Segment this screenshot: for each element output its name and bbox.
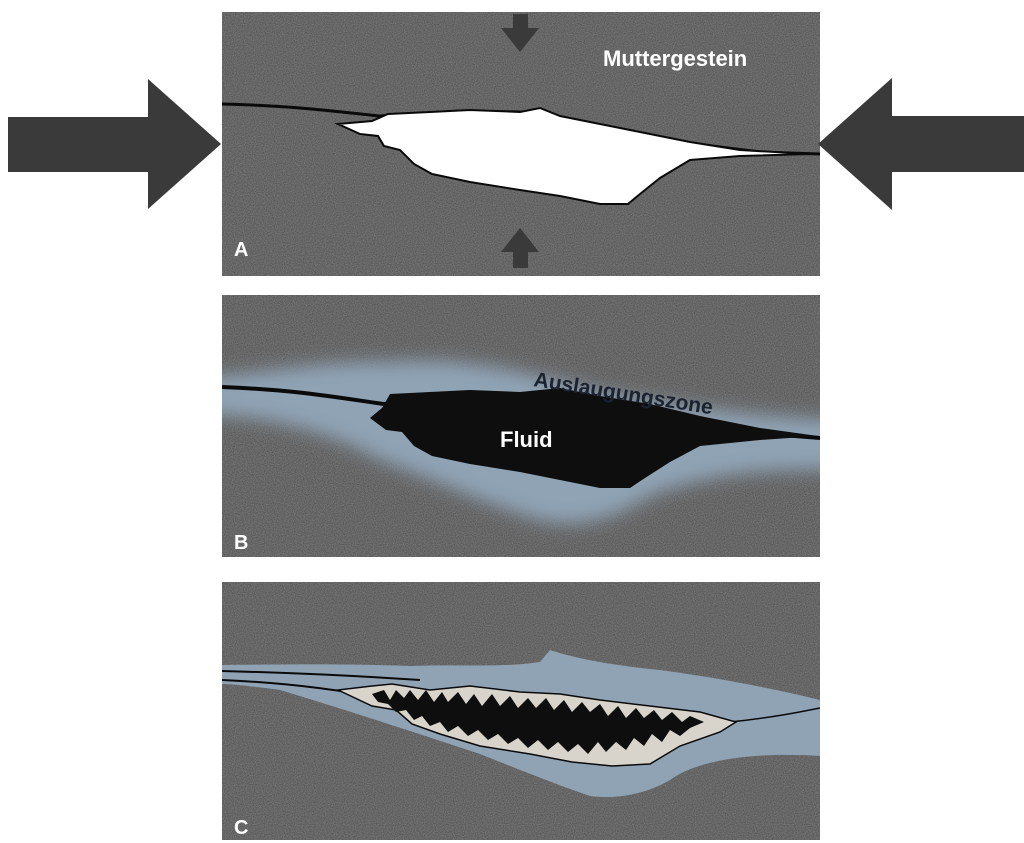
- panel-c-letter: C: [234, 817, 248, 839]
- compression-arrow-right: [8, 79, 221, 209]
- panel-a: Muttergestein A: [222, 12, 820, 276]
- panel-a-letter: A: [234, 239, 248, 261]
- panel-b-letter: B: [234, 532, 248, 554]
- panel-b: Auslaugungszone Fluid B: [200, 295, 840, 557]
- panel-c: C: [222, 582, 820, 840]
- fluid-label: Fluid: [500, 427, 553, 452]
- mother-rock-label: Muttergestein: [603, 46, 747, 71]
- compression-arrow-left: [818, 78, 1024, 210]
